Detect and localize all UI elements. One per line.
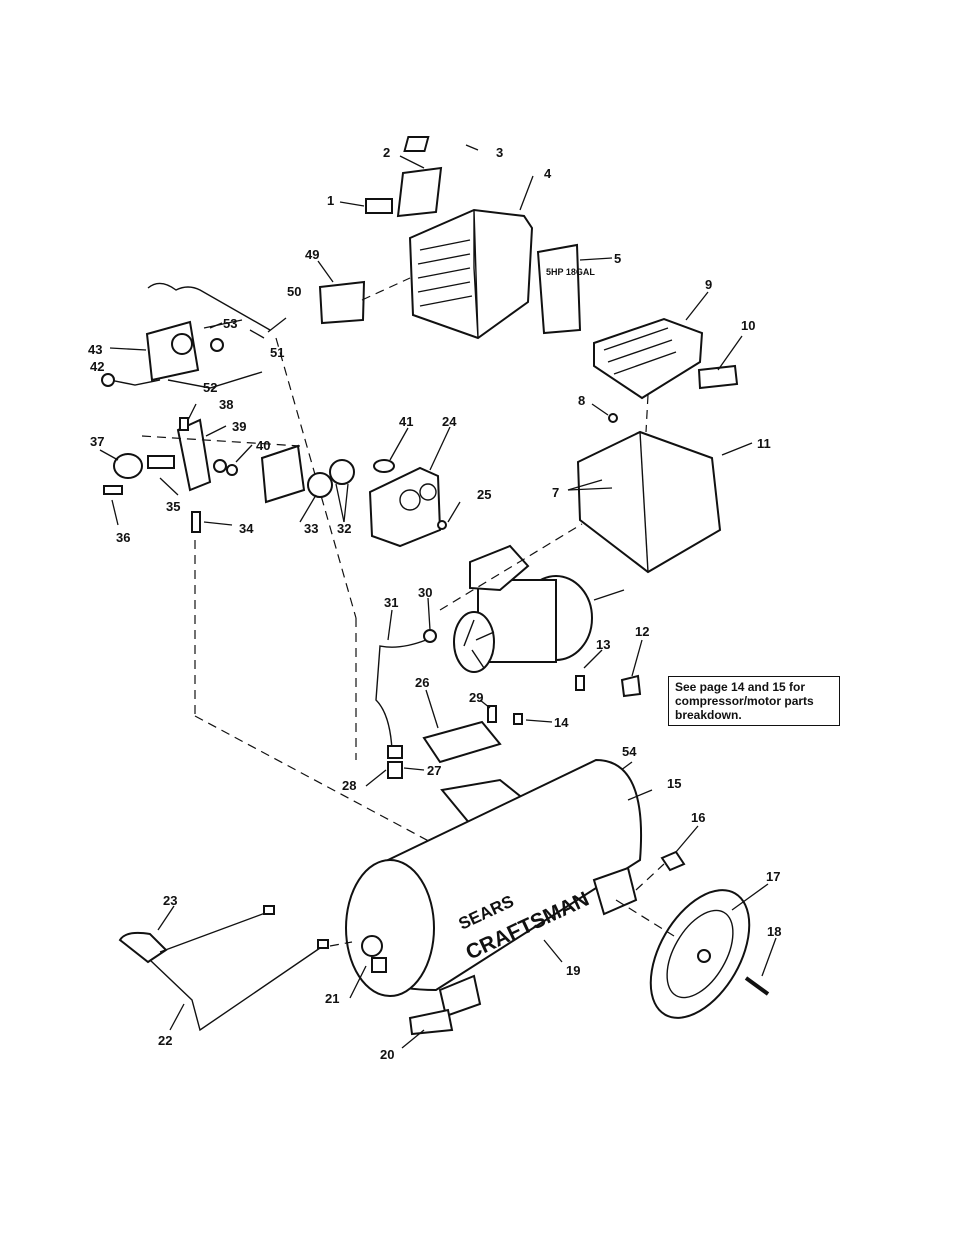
callout-49: 49: [305, 247, 319, 262]
callout-40: 40: [256, 438, 270, 453]
handle-assembly: [120, 906, 352, 1030]
callout-31: 31: [384, 595, 398, 610]
callout-41: 41: [399, 414, 413, 429]
callout-26: 26: [415, 675, 429, 690]
callout-28: 28: [342, 778, 356, 793]
callout-29: 29: [469, 690, 483, 705]
callout-23: 23: [163, 893, 177, 908]
callout-53: 53: [223, 316, 237, 331]
callout-24: 24: [442, 414, 457, 429]
callout-39: 39: [232, 419, 246, 434]
callout-35: 35: [166, 499, 180, 514]
callout-52: 52: [203, 380, 217, 395]
callout-25: 25: [477, 487, 491, 502]
breakdown-note-text: See page 14 and 15 for compressor/motor …: [675, 680, 814, 722]
callout-34: 34: [239, 521, 254, 536]
callout-11: 11: [757, 436, 771, 451]
callout-33: 33: [304, 521, 318, 536]
cover-assembly: [568, 292, 752, 572]
callout-10: 10: [741, 318, 755, 333]
callout-37: 37: [90, 434, 104, 449]
callout-20: 20: [380, 1047, 394, 1062]
callout-21: 21: [325, 991, 339, 1006]
callout-38: 38: [219, 397, 233, 412]
callout-18: 18: [767, 924, 781, 939]
callout-15: 15: [667, 776, 681, 791]
callout-50: 50: [287, 284, 301, 299]
motor-label-text: 5HP 18GAL: [546, 267, 595, 277]
tank-assembly: SEARS CRAFTSMAN: [346, 760, 776, 1048]
callout-2: 2: [383, 145, 390, 160]
callout-4: 4: [544, 166, 552, 181]
callout-54: 54: [622, 744, 637, 759]
callout-19: 19: [566, 963, 580, 978]
callout-32: 32: [337, 521, 351, 536]
callout-36: 36: [116, 530, 130, 545]
callout-27: 27: [427, 763, 441, 778]
callout-14: 14: [554, 715, 569, 730]
callout-51: 51: [270, 345, 284, 360]
callout-16: 16: [691, 810, 705, 825]
callout-17: 17: [766, 869, 780, 884]
callout-7: 7: [552, 485, 559, 500]
callout-5: 5: [614, 251, 621, 266]
callout-8: 8: [578, 393, 585, 408]
callout-30: 30: [418, 585, 432, 600]
callout-22: 22: [158, 1033, 172, 1048]
callout-1: 1: [327, 193, 334, 208]
shroud-assembly: 5HP 18GAL: [318, 137, 612, 338]
gauge-panel-assembly: [262, 427, 460, 546]
callout-9: 9: [705, 277, 712, 292]
callout-43: 43: [88, 342, 102, 357]
callout-13: 13: [596, 637, 610, 652]
callout-12: 12: [635, 624, 649, 639]
callout-3: 3: [496, 145, 503, 160]
breakdown-note: See page 14 and 15 for compressor/motor …: [668, 676, 840, 726]
callout-42: 42: [90, 359, 104, 374]
